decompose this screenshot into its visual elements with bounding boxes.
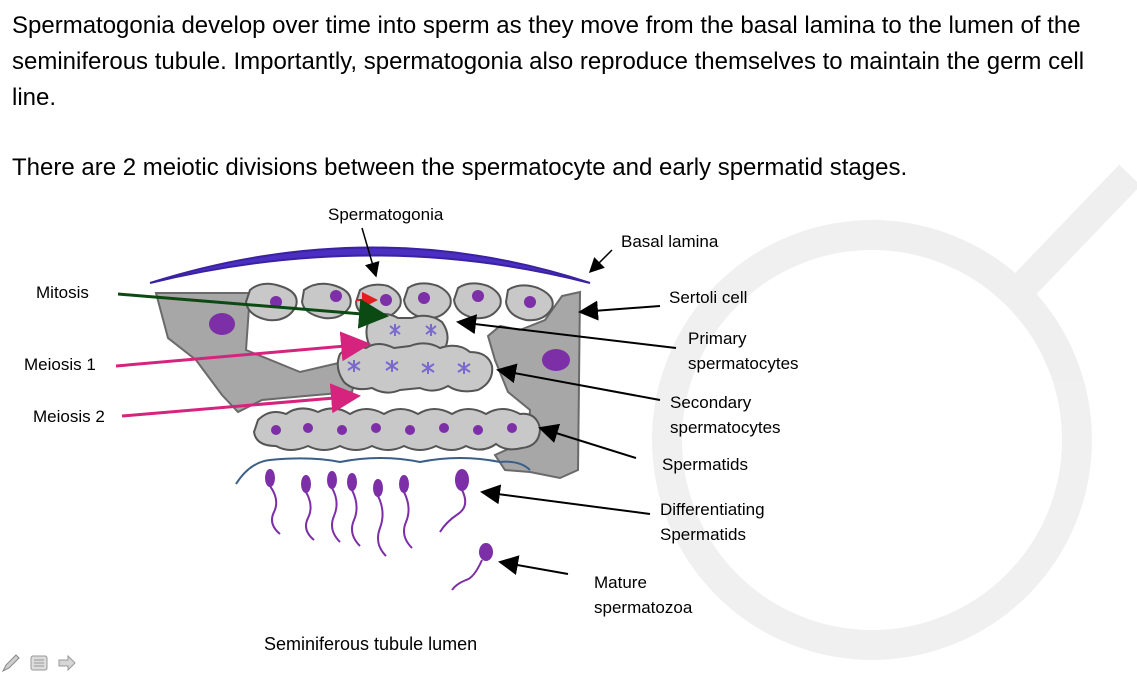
label-differentiating-spermatids: Differentiating Spermatids [660, 500, 765, 544]
label-basal-lamina: Basal lamina [621, 232, 719, 251]
meiosis-paragraph: There are 2 meiotic divisions between th… [12, 154, 908, 181]
chromosome-marks [347, 324, 471, 374]
label-mature-spermatozoa: Mature spermatozoa [594, 573, 693, 617]
label-secondary-spermatocytes: Secondary spermatocytes [670, 393, 781, 437]
mature-spermatozoon [451, 543, 493, 591]
basal-lamina [149, 246, 591, 284]
secondary-pointer [496, 363, 661, 401]
label-lumen: Seminiferous tubule lumen [264, 634, 478, 654]
sertoli-pointer [578, 300, 661, 321]
male-symbol-watermark [652, 164, 1137, 660]
sertoli-nucleus-left [209, 313, 235, 335]
primary-pointer [456, 314, 677, 349]
label-meiosis2: Meiosis 2 [33, 407, 105, 426]
mitosis-arrow [117, 292, 389, 329]
label-meiosis1: Meiosis 1 [24, 355, 96, 374]
pen-icon[interactable] [0, 652, 22, 674]
slideshow-toolbar [0, 651, 78, 675]
meiosis1-arrow [115, 331, 371, 368]
intro-paragraph: Spermatogonia develop over time into spe… [12, 12, 1085, 111]
lumen-boundary [235, 457, 531, 485]
differentiating-pointer [480, 484, 651, 515]
next-arrow-icon[interactable] [56, 652, 78, 674]
primary-spermatocytes [336, 313, 494, 394]
meiosis2-arrow [121, 383, 361, 418]
spermatids-pointer [538, 423, 637, 459]
label-mitosis: Mitosis [36, 283, 89, 302]
spermatogonia-row [244, 282, 554, 322]
differentiating-spermatids [265, 469, 469, 557]
sertoli-nucleus-right [542, 349, 570, 371]
basal-lamina-pointer [588, 249, 613, 274]
spermatogonia-pointer [361, 227, 380, 278]
mature-pointer [498, 555, 569, 575]
label-primary-spermatocytes: Primary spermatocytes [688, 329, 799, 373]
menu-icon[interactable] [28, 652, 50, 674]
label-sertoli-cell: Sertoli cell [669, 288, 748, 307]
label-spermatids: Spermatids [662, 455, 748, 474]
secondary-spermatocytes-row [252, 407, 542, 451]
label-spermatogonia: Spermatogonia [328, 205, 444, 224]
